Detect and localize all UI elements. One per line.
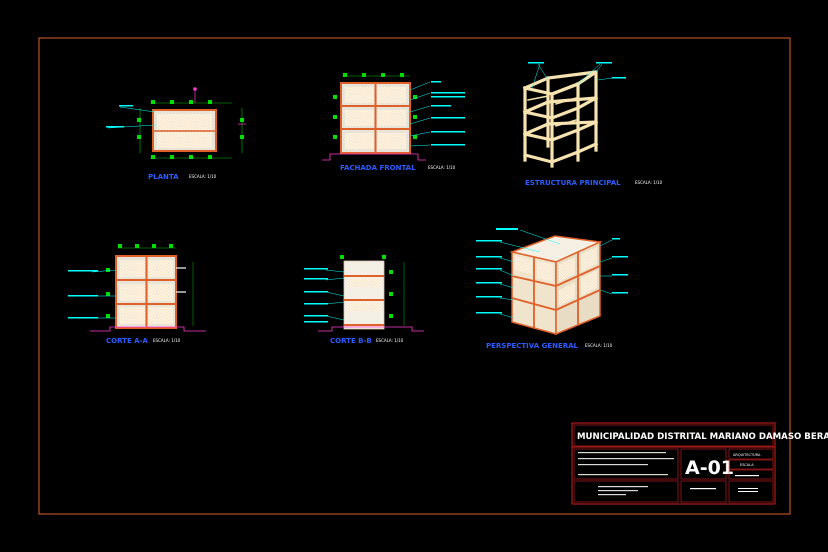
perspectiva-general-title: PERSPECTIVA GENERAL [486, 342, 579, 350]
corte-b-b-scale: ESCALA: 1/10 [376, 338, 404, 343]
fachada-frontal-scale: ESCALA: 1/10 [428, 165, 456, 170]
perspectiva-general-scale: ESCALA: 1/10 [585, 343, 613, 348]
corte-a-a-view: CORTE A-A ESCALA: 1/10 [68, 244, 206, 345]
sheet-code: A-01 [685, 457, 734, 479]
title-block-specialty: ARQUITECTURA [733, 453, 761, 457]
title-block-institution: MUNICIPALIDAD DISTRITAL MARIANO DAMASO B… [577, 432, 828, 442]
fachada-frontal-view: FACHADA FRONTAL ESCALA: 1/10 [322, 73, 465, 172]
planta-view: PLANTA ESCALA: 1/10 [106, 87, 246, 181]
estructura-principal-view [522, 70, 599, 168]
estructura-principal-scale: ESCALA: 1/10 [635, 180, 663, 185]
corte-b-b-title: CORTE B-B [330, 337, 372, 345]
estructura-principal-title: ESTRUCTURA PRINCIPAL [525, 179, 621, 187]
fachada-frontal-title: FACHADA FRONTAL [340, 164, 416, 172]
sheet-frame [38, 37, 791, 515]
corte-a-a-title: CORTE A-A [106, 337, 148, 345]
planta-title: PLANTA [148, 173, 179, 181]
planta-scale: ESCALA: 1/10 [189, 174, 217, 179]
title-block-scale: ESCALA [740, 463, 754, 467]
title-block: MUNICIPALIDAD DISTRITAL MARIANO DAMASO B… [571, 422, 828, 505]
corte-a-a-scale: ESCALA: 1/10 [153, 338, 181, 343]
corte-b-b-view: CORTE B-B ESCALA: 1/10 [304, 255, 424, 345]
perspectiva-general-view: PERSPECTIVA GENERAL ESCALA: 1/10 [476, 228, 628, 350]
